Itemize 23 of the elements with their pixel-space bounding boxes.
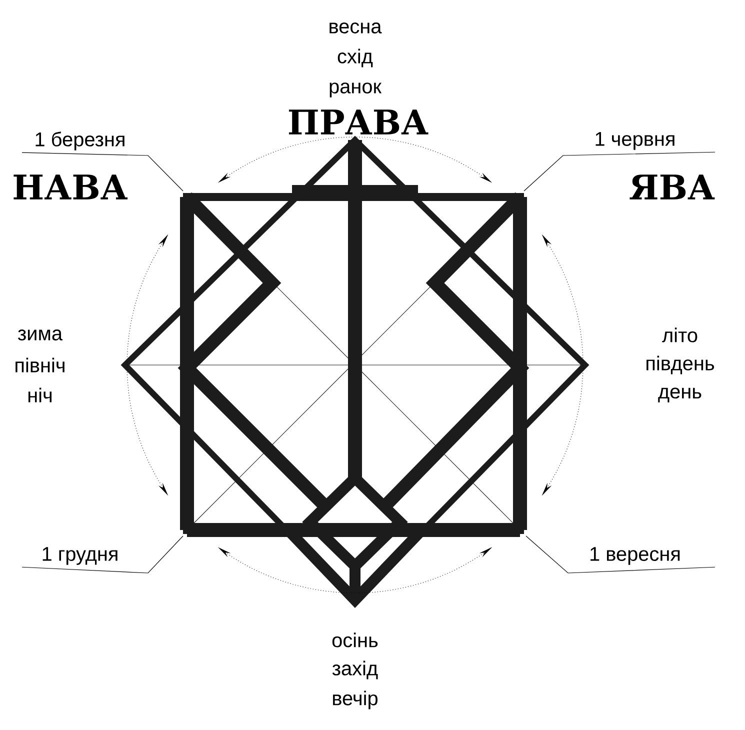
leader-line (524, 152, 716, 192)
date-label: 1 вересня (590, 547, 680, 565)
label: ранок (330, 82, 382, 98)
label: вечір (333, 690, 378, 710)
label: схід (338, 48, 373, 68)
leader-line (526, 536, 716, 574)
label: день (658, 388, 702, 402)
date-label: 1 грудня (42, 547, 118, 565)
leader-line (22, 152, 184, 192)
heading: ПРАВА (288, 110, 428, 134)
label: осінь (332, 632, 378, 648)
leader-line (22, 536, 184, 574)
label: північ (16, 358, 64, 372)
date-label: 1 червня (596, 132, 674, 150)
label: південь (646, 356, 714, 374)
label: ніч (28, 388, 52, 402)
label: зима (18, 330, 63, 340)
label: весна (330, 22, 382, 34)
label: захід (332, 660, 378, 680)
heading: ЯВА (630, 174, 715, 200)
label: літо (662, 328, 698, 342)
heading: НАВА (14, 174, 128, 200)
date-label: 1 березня (36, 132, 124, 150)
